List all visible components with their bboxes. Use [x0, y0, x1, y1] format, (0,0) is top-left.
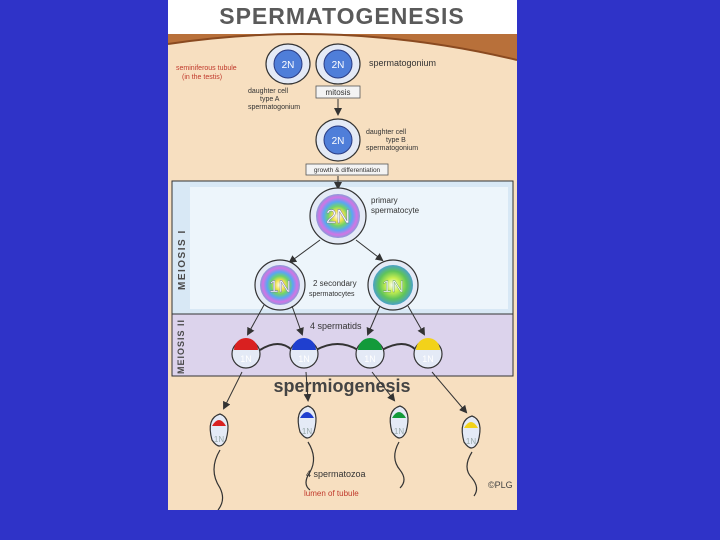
- figure-title: SPERMATOGENESIS: [219, 3, 464, 29]
- spermatozoon-1: 1N: [209, 413, 229, 510]
- spermatogenesis-diagram: SPERMATOGENESIS seminiferous tubule (in …: [168, 0, 517, 510]
- ploidy-spermatid-1: 1N: [240, 354, 252, 364]
- arrow-to-sperm-4: [431, 371, 468, 414]
- ploidy-spermatogonium-a: 2N: [282, 60, 295, 71]
- meiosis1-label: MEIOSIS I: [177, 229, 188, 290]
- daughter-b-line1: daughter cell: [366, 129, 407, 136]
- daughter-a-line1: daughter cell: [248, 88, 289, 95]
- daughter-b-line2: type B: [386, 137, 406, 144]
- primary-line1: primary: [371, 196, 398, 205]
- tubule-label-line1: seminiferous tubule: [176, 65, 237, 72]
- spermatid-4: 1N: [413, 338, 443, 369]
- daughter-a-line2: type A: [260, 96, 280, 103]
- arrow-to-sperm-2: [303, 371, 312, 402]
- ploidy-secondary-right: 1N: [382, 277, 404, 296]
- tubule-wall-edge: [168, 33, 517, 61]
- mitosis-label: mitosis: [326, 88, 351, 97]
- spermatogonium-cell-b: 2N: [315, 43, 361, 85]
- daughter-b-line3: spermatogonium: [366, 145, 418, 152]
- spermatozoon-2: 1N: [297, 405, 317, 491]
- arrow-to-secondary-right: [355, 239, 384, 262]
- primary-line2: spermatocyte: [371, 206, 420, 215]
- ploidy-sperm-3: 1N: [394, 427, 404, 436]
- ploidy-secondary-left: 1N: [269, 277, 291, 296]
- tubule-wall: [168, 34, 517, 60]
- ploidy-spermatid-4: 1N: [422, 354, 434, 364]
- spermatids-label: 4 spermatids: [310, 321, 362, 331]
- spermatogonium-cell-a: 2N: [265, 43, 311, 85]
- primary-spermatocyte-cell: 2N: [309, 187, 367, 245]
- secondary-spermatocyte-left: 1N: [254, 259, 306, 311]
- spermatogonium-label: spermatogonium: [369, 58, 436, 68]
- spermatozoa-label: 4 spermatozoa: [306, 469, 366, 479]
- tubule-label-line2: (in the testis): [182, 74, 222, 81]
- ploidy-type-b: 2N: [332, 136, 345, 147]
- ploidy-sperm-4: 1N: [466, 437, 476, 446]
- type-b-cell: 2N: [315, 118, 361, 162]
- arrow-to-sperm-3: [371, 371, 396, 402]
- ploidy-primary: 2N: [326, 207, 350, 228]
- arrow-to-spermatid-2: [291, 305, 304, 336]
- ploidy-sperm-1: 1N: [214, 435, 224, 444]
- secondary-spermatocyte-right: 1N: [367, 259, 419, 311]
- copyright-label: ©PLG: [488, 480, 513, 490]
- ploidy-spermatid-3: 1N: [364, 354, 376, 364]
- spermatozoon-4: 1N: [461, 415, 481, 497]
- arrow-to-spermatid-1: [247, 304, 265, 336]
- title-band: [168, 0, 517, 34]
- mitosis-box: [315, 85, 361, 99]
- growth-box: [305, 163, 389, 176]
- cytoplasmic-bridges: [259, 343, 417, 351]
- spermatid-3: 1N: [355, 338, 385, 369]
- meiosis2-label: MEIOSIS II: [176, 319, 186, 374]
- arrow-to-secondary-left: [288, 239, 321, 264]
- secondary-line1: 2 secondary: [313, 279, 357, 288]
- spermatid-2: 1N: [289, 338, 319, 369]
- arrow-to-spermatid-4: [407, 305, 425, 336]
- arrow-to-spermatid-3: [366, 305, 381, 336]
- lumen-label: lumen of tubule: [304, 489, 359, 498]
- spermiogenesis-label: spermiogenesis: [273, 376, 410, 396]
- ploidy-spermatogonium-b: 2N: [332, 60, 345, 71]
- secondary-line2: spermatocytes: [309, 291, 355, 298]
- ploidy-spermatid-2: 1N: [298, 354, 310, 364]
- spermatozoon-3: 1N: [389, 405, 409, 489]
- arrow-to-sperm-1: [223, 371, 243, 410]
- daughter-a-line3: spermatogonium: [248, 104, 300, 111]
- spermatid-1: 1N: [231, 338, 261, 369]
- growth-label: growth & differentiation: [314, 167, 381, 174]
- ploidy-sperm-2: 1N: [302, 427, 312, 436]
